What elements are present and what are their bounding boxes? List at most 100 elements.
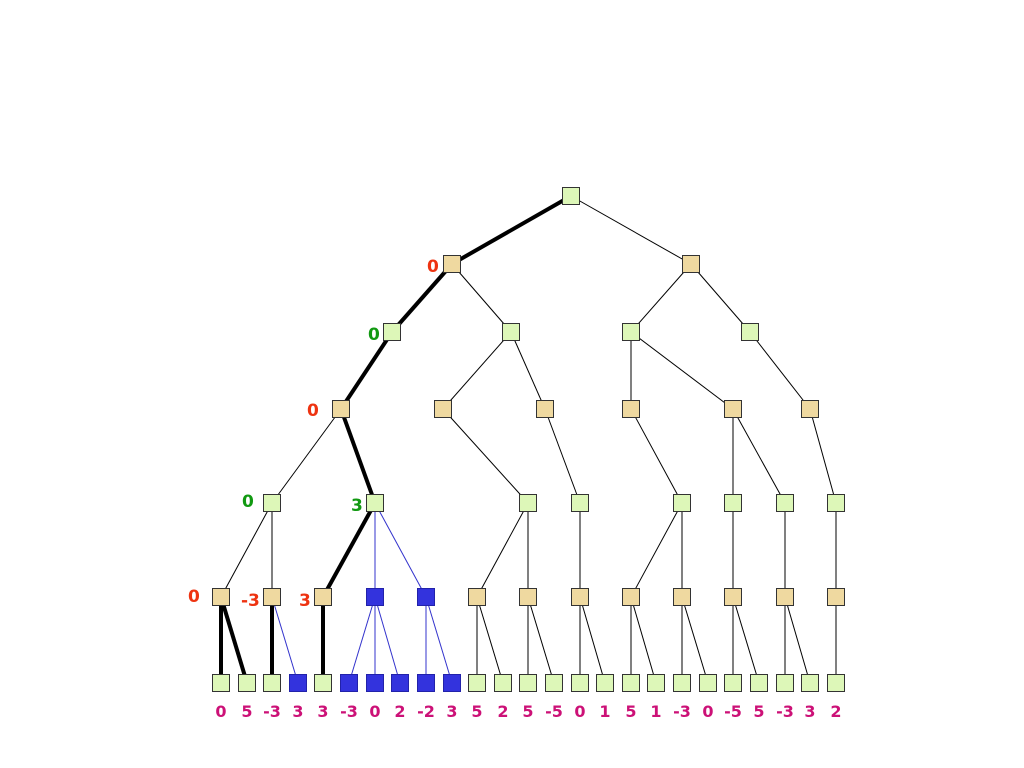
tree-edge-R-B — [570, 195, 692, 265]
max-node-D3 — [519, 494, 537, 512]
max-node-F21 — [750, 674, 768, 692]
min-node-E13 — [827, 588, 845, 606]
leaf-value-21: 5 — [753, 702, 764, 721]
tree-edge-A1-C1 — [339, 330, 394, 411]
max-node-D5 — [673, 494, 691, 512]
pruned-node-F3 — [289, 674, 307, 692]
max-node-F16 — [622, 674, 640, 692]
tree-edge-D2-E5 — [374, 502, 427, 598]
node-label-L5b: -3 — [241, 591, 260, 611]
pruned-node-F5 — [340, 674, 358, 692]
max-node-F23 — [801, 674, 819, 692]
tree-edge-B1-C5 — [630, 331, 734, 410]
leaf-value-15: 1 — [599, 702, 610, 721]
tree-edge-C6-D8 — [809, 408, 837, 504]
tree-edge-E1-F1 — [219, 596, 249, 684]
min-node-C4 — [622, 400, 640, 418]
tree-edge-B-B2 — [690, 263, 751, 333]
leaf-value-2: -3 — [263, 702, 281, 721]
max-node-F13 — [545, 674, 563, 692]
node-value-labels: 0 0 0 0 3 0 -3 3 — [188, 257, 439, 611]
max-node-F24 — [827, 674, 845, 692]
max-node-A1 — [383, 323, 401, 341]
leaf-value-13: -5 — [545, 702, 563, 721]
pruned-node-F9 — [443, 674, 461, 692]
tree-edge-E10-F19 — [681, 596, 709, 684]
leaf-value-17: 1 — [650, 702, 661, 721]
tree-nodes — [212, 187, 845, 692]
min-node-C3 — [536, 400, 554, 418]
pruned-node-E5 — [417, 588, 435, 606]
min-node-E1 — [212, 588, 230, 606]
min-node-E7 — [519, 588, 537, 606]
max-node-F4 — [314, 674, 332, 692]
tree-edge-A2-C2 — [442, 331, 512, 410]
tree-edge-E12-F23 — [784, 596, 811, 684]
tree-edge-E11-F21 — [732, 596, 760, 684]
max-node-D2 — [366, 494, 384, 512]
node-label-L5c: 3 — [299, 591, 311, 611]
tree-edge-E4-F7 — [374, 596, 401, 684]
node-label-L2a: 0 — [368, 325, 380, 345]
max-node-B1 — [622, 323, 640, 341]
node-label-L4a: 0 — [242, 492, 254, 512]
max-node-F10 — [468, 674, 486, 692]
min-node-E12 — [776, 588, 794, 606]
min-node-E2 — [263, 588, 281, 606]
leaf-value-6: 0 — [369, 702, 380, 721]
leaf-value-11: 2 — [497, 702, 508, 721]
leaf-value-1: 5 — [241, 702, 252, 721]
tree-edge-D3-E6 — [476, 502, 529, 598]
max-node-F14 — [571, 674, 589, 692]
tree-edge-A-A1 — [390, 262, 454, 334]
tree-edge-E7-F13 — [527, 596, 555, 684]
node-label-L1a: 0 — [427, 257, 439, 277]
max-node-D7 — [776, 494, 794, 512]
leaf-value-3: 3 — [292, 702, 303, 721]
leaf-value-24: 2 — [830, 702, 841, 721]
max-node-F22 — [776, 674, 794, 692]
leaf-value-5: -3 — [340, 702, 358, 721]
min-node-B — [682, 255, 700, 273]
min-node-C5 — [724, 400, 742, 418]
max-node-D6 — [724, 494, 742, 512]
max-node-A2 — [502, 323, 520, 341]
node-label-L5a: 0 — [188, 587, 200, 607]
leaf-value-7: 2 — [394, 702, 405, 721]
max-node-F1 — [238, 674, 256, 692]
tree-edge-E8-F15 — [579, 596, 606, 684]
min-node-E3 — [314, 588, 332, 606]
tree-edge-C3-D4 — [544, 408, 581, 504]
tree-edge-B2-C6 — [749, 331, 811, 410]
min-node-E6 — [468, 588, 486, 606]
node-label-L3a: 0 — [307, 401, 319, 421]
leaf-value-4: 3 — [317, 702, 328, 721]
tree-edges — [219, 194, 837, 684]
max-node-F20 — [724, 674, 742, 692]
tree-edge-E9-F17 — [630, 596, 657, 684]
min-node-C2 — [434, 400, 452, 418]
tree-edge-E2-F3 — [271, 596, 299, 684]
tree-edge-R-A — [451, 194, 572, 266]
max-node-D1 — [263, 494, 281, 512]
leaf-value-14: 0 — [574, 702, 585, 721]
min-node-E10 — [673, 588, 691, 606]
node-label-L4b: 3 — [351, 496, 363, 516]
pruned-node-F8 — [417, 674, 435, 692]
leaf-value-20: -5 — [724, 702, 742, 721]
pruned-node-E4 — [366, 588, 384, 606]
tree-edge-D1-E1 — [220, 502, 273, 598]
tree-edge-D5-E9 — [630, 502, 683, 598]
tree-edge-E4-F5 — [348, 596, 376, 684]
min-node-C6 — [801, 400, 819, 418]
min-node-E8 — [571, 588, 589, 606]
max-node-F2 — [263, 674, 281, 692]
pruned-node-F6 — [366, 674, 384, 692]
max-node-F0 — [212, 674, 230, 692]
leaf-value-12: 5 — [522, 702, 533, 721]
tree-edge-A2-C3 — [510, 331, 546, 410]
tree-edge-E6-F11 — [476, 596, 504, 684]
max-node-D4 — [571, 494, 589, 512]
